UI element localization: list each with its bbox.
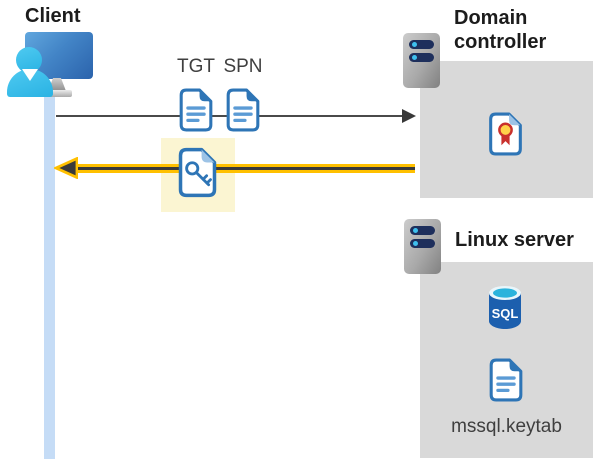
linux-server-title: Linux server (455, 229, 574, 251)
sql-icon-label: SQL (492, 306, 519, 321)
server-slot-icon (409, 53, 434, 62)
domain-controller-title: Domain controller (454, 7, 547, 53)
keytab-filename: mssql.keytab (451, 416, 562, 437)
client-title: Client (25, 5, 81, 27)
server-slot-icon (409, 40, 434, 49)
domain-controller-server-icon (403, 33, 440, 88)
client-user-icon (16, 47, 42, 73)
service-ticket-key-icon (178, 147, 217, 198)
linux-server-icon (404, 219, 441, 274)
certificate-icon (489, 112, 522, 156)
response-arrow-line (74, 164, 415, 173)
client-monitor-base (43, 90, 72, 97)
server-slot-icon (410, 239, 435, 248)
spn-document-icon (226, 88, 260, 132)
client-timeline-bar (44, 97, 55, 459)
tgt-document-icon (179, 88, 213, 132)
client-user-collar (22, 69, 38, 81)
request-arrowhead-icon (402, 109, 416, 123)
response-arrowhead-icon (54, 157, 78, 179)
server-slot-icon (410, 226, 435, 235)
sql-database-icon: SQL (489, 286, 521, 329)
spn-label: SPN (223, 56, 263, 77)
keytab-file-icon (489, 358, 523, 402)
tgt-label: TGT (177, 56, 215, 77)
